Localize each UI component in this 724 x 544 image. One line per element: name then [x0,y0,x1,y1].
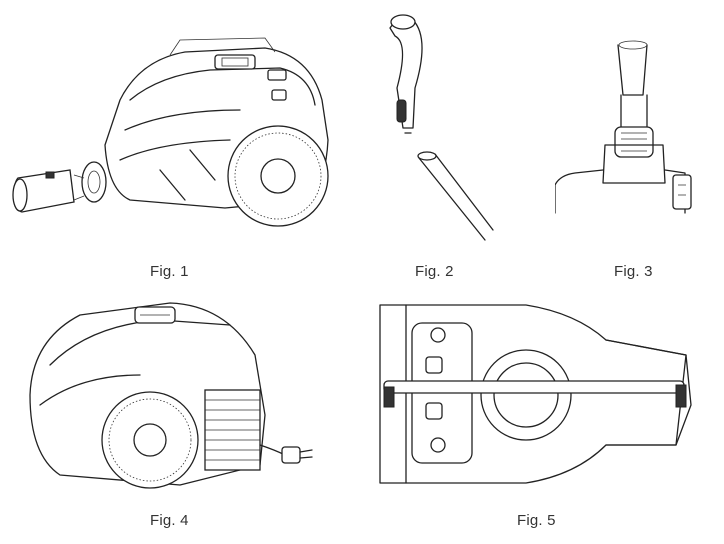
figure-5-top-view-handle [376,295,696,495]
tube-illustration [389,14,494,241]
figure-1-vacuum-with-hose-connector [10,30,340,230]
vacuum-illustration [12,37,329,227]
nozzle-illustration [555,40,692,214]
figure-2-caption: Fig. 2 [415,263,454,280]
figure-3-floor-nozzle [555,35,705,215]
vacuum-rear-illustration [29,302,313,489]
figure-1-caption: Fig. 1 [150,263,189,280]
figure-2-handle-and-tube [375,8,495,248]
top-view-illustration [379,304,692,484]
figure-3-caption: Fig. 3 [614,263,653,280]
figure-4-vacuum-with-power-cord [20,295,320,495]
figure-5-caption: Fig. 5 [517,512,556,529]
figure-4-caption: Fig. 4 [150,512,189,529]
